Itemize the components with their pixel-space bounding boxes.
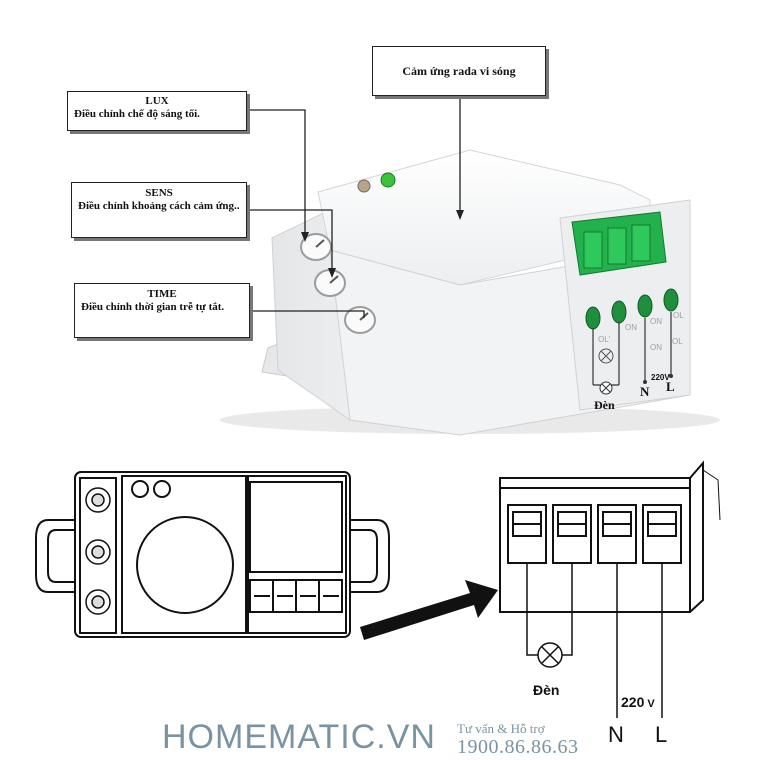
radar-text: Cảm ứng rada vi sóng: [402, 63, 516, 78]
drawing-ear-left: [35, 519, 75, 593]
time-callout: TIME Điều chỉnh thời gian trễ tự tắt.: [74, 283, 250, 338]
sens-callout: SENS Điều chỉnh khoảng cách cảm ứng..: [71, 182, 247, 238]
sens-title: SENS: [145, 187, 173, 199]
drawing-lamp-icon: [537, 642, 563, 668]
drawing-lens: [136, 516, 234, 614]
time-title: TIME: [147, 288, 177, 300]
svg-text:OL': OL': [598, 335, 611, 344]
drawing-line-label: L: [655, 722, 668, 747]
svg-text:OL: OL: [672, 337, 683, 346]
time-desc: Điều chỉnh thời gian trễ tự tắt.: [81, 301, 225, 313]
green-terminals: [571, 211, 667, 276]
drawing-body: [74, 471, 351, 638]
support-info: Tư vấn & Hỗ trợ 1900.86.86.63: [457, 721, 579, 759]
sens-desc: Điều chỉnh khoảng cách cảm ứng..: [78, 200, 240, 212]
callout-leaders: [247, 96, 461, 318]
lamp-symbol: [598, 348, 614, 364]
support-label: Tư vấn & Hỗ trợ: [457, 721, 545, 736]
sens-dial-icon: [314, 269, 346, 297]
svg-text:ON: ON: [650, 343, 662, 352]
photo-neutral-label: N: [640, 384, 650, 399]
sensor-photo: ON ON OL ON OL OL': [220, 96, 720, 436]
terminal-closeup: [499, 460, 704, 613]
drawing-voltage-value: 220: [621, 694, 645, 710]
photo-line-label: L: [666, 379, 675, 394]
brand-logo: HOMEMATIC.VN: [162, 718, 436, 756]
arrow-icon: [360, 580, 498, 640]
led-icon: [380, 172, 396, 188]
drawing-lamp-label: Đèn: [533, 682, 560, 698]
photo-voltage-label: 220V: [651, 373, 670, 382]
drawing-ear-right: [350, 519, 390, 593]
svg-text:ON: ON: [625, 323, 637, 332]
terminal-screws: [585, 288, 679, 330]
lux-callout: LUX Điều chỉnh chế độ sáng tối.: [67, 91, 247, 131]
lux-title: LUX: [145, 95, 169, 107]
photo-wiring: [592, 312, 672, 386]
photo-lamp-label: Đèn: [594, 398, 615, 412]
drawing-dials: [85, 487, 111, 615]
svg-text:ON: ON: [650, 317, 662, 326]
drawing-voltage-unit: V: [647, 698, 655, 710]
radar-callout: Cảm ứng rada vi sóng: [372, 46, 546, 96]
drawing-terminal-strip: [249, 579, 343, 613]
lux-desc: Điều chỉnh chế độ sáng tối.: [74, 108, 200, 120]
lux-dial-icon: [300, 233, 332, 261]
light-sensor-icon: [357, 179, 371, 193]
drawing-neutral-label: N: [608, 722, 624, 747]
hotline-number: 1900.86.86.63: [457, 736, 579, 758]
svg-text:OL: OL: [673, 311, 684, 320]
